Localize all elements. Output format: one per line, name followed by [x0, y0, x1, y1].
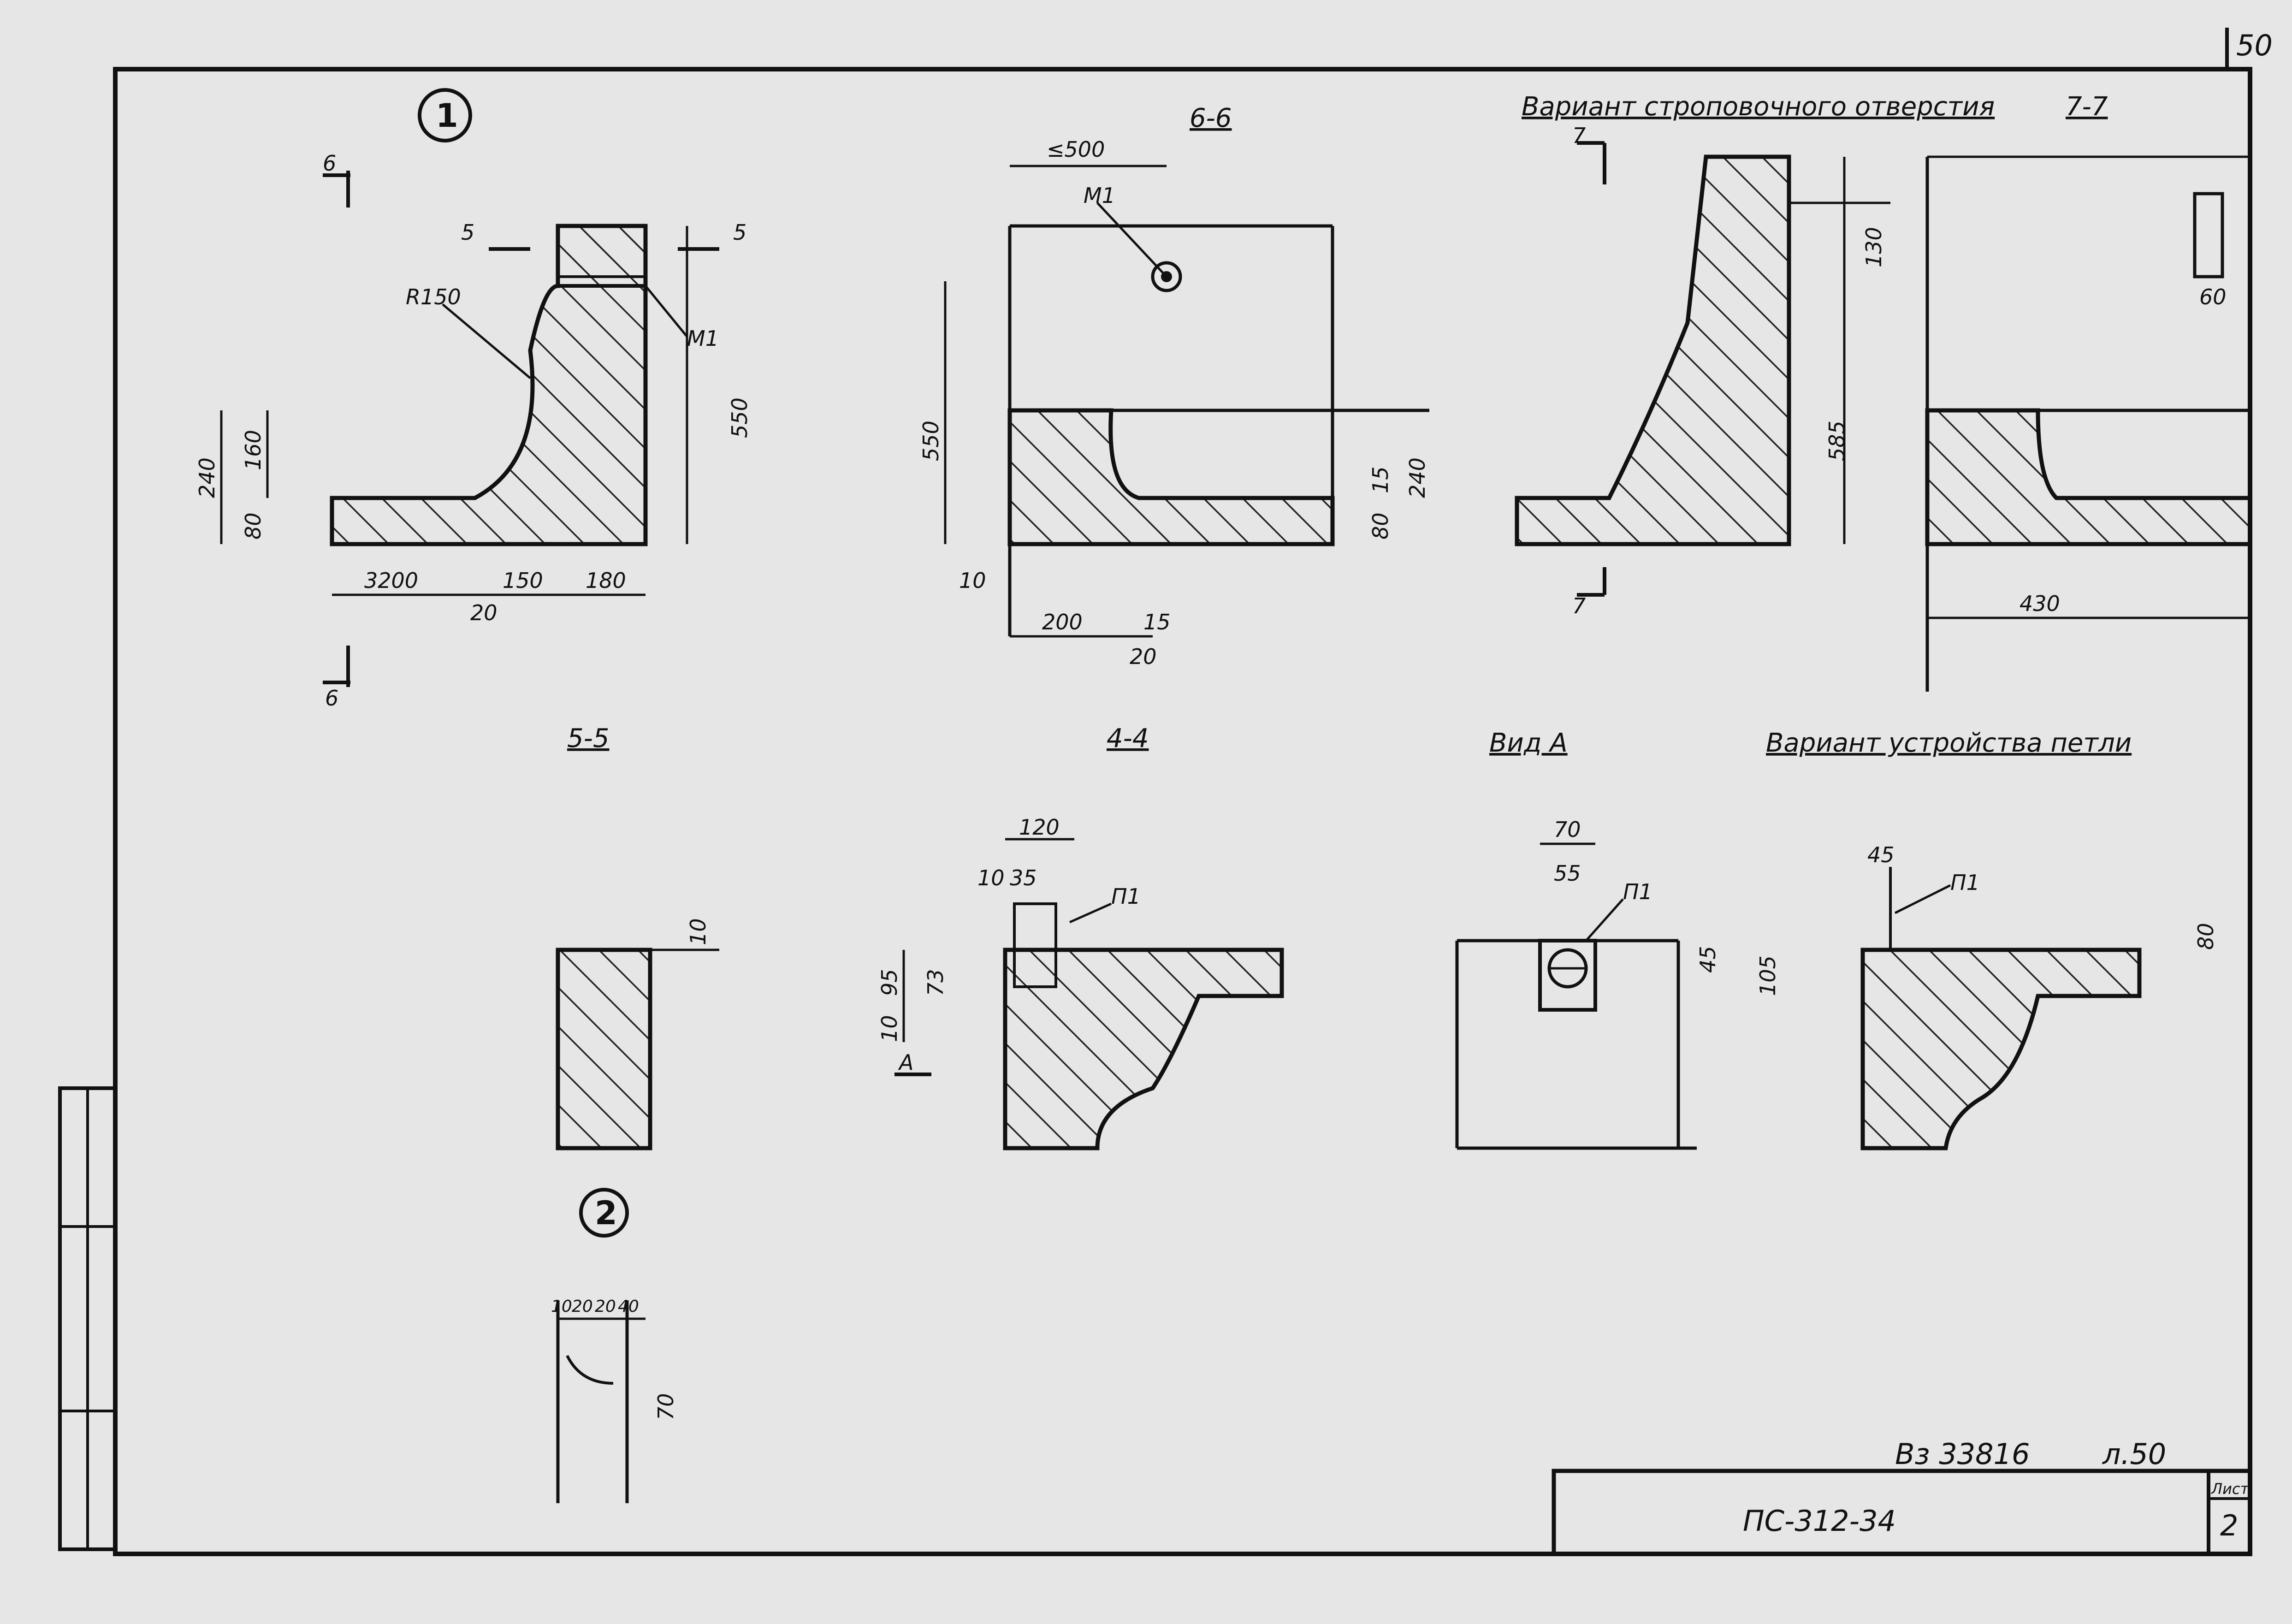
binding-strip [58, 1086, 117, 1551]
svg-text:73: 73 [923, 969, 948, 996]
svg-text:20: 20 [572, 1297, 593, 1316]
svg-text:430: 430 [2020, 591, 2060, 616]
section-5-5-title: 5-5 [567, 723, 609, 753]
svg-text:55: 55 [1554, 861, 1581, 886]
sling-variant-title: Вариант строповочного отверстия [1522, 92, 1995, 122]
cut-5-left: 5 [461, 220, 474, 245]
svg-text:70: 70 [1554, 817, 1581, 842]
svg-text:П1: П1 [1950, 870, 1980, 895]
svg-text:180: 180 [586, 568, 626, 593]
svg-text:130: 130 [1861, 227, 1886, 267]
svg-text:70: 70 [653, 1393, 678, 1420]
cut-6-top: 6 [323, 151, 336, 176]
svg-text:≤500: ≤500 [1047, 137, 1105, 162]
node-1-label: 1 [436, 97, 458, 135]
section-4-4: 4-4 120 10 35 П1 95 73 10 А [877, 723, 1284, 1150]
svg-text:А: А [898, 1050, 913, 1075]
svg-text:105: 105 [1755, 955, 1780, 996]
section-7-7: 7-7 60 430 [1925, 92, 2252, 692]
svg-text:10: 10 [959, 568, 986, 593]
svg-text:60: 60 [2199, 284, 2227, 309]
node-2-marker [579, 1188, 629, 1238]
svg-text:120: 120 [1019, 815, 1060, 840]
embedded-part-label: М1 [687, 326, 719, 351]
svg-text:П1: П1 [1623, 879, 1652, 904]
svg-text:585: 585 [1824, 421, 1849, 461]
svg-text:95: 95 [877, 969, 902, 996]
svg-text:П1: П1 [1111, 884, 1141, 909]
svg-text:240: 240 [1405, 457, 1430, 498]
svg-text:80: 80 [1368, 512, 1393, 539]
section-6-6: 6-6 ≤500 М1 550 15 240 80 10 200 15 20 [918, 103, 1430, 669]
cut-7-bottom: 7 [1572, 593, 1586, 618]
section-7-7-title: 7-7 [2066, 92, 2108, 122]
section-6-6-title: 6-6 [1190, 103, 1232, 133]
svg-text:150: 150 [503, 568, 543, 593]
loop-variant: Вариант устройства петли 45 П1 80 [1766, 728, 2218, 1150]
node-1-marker [418, 88, 472, 142]
title-block: ПС-312-34 Лист 2 Вз 33816 л.50 [1552, 1437, 2252, 1556]
cut-5-right: 5 [733, 220, 746, 245]
svg-text:45: 45 [1867, 842, 1895, 867]
svg-text:35: 35 [1010, 865, 1037, 890]
svg-text:15: 15 [1368, 466, 1393, 493]
cut-7-top: 7 [1572, 123, 1586, 148]
svg-text:80: 80 [241, 512, 266, 539]
svg-text:20: 20 [470, 600, 497, 625]
node-1-section [330, 224, 648, 546]
svg-text:550: 550 [727, 397, 752, 438]
radius-label: R150 [406, 284, 461, 309]
section-5-5: 5-5 10 [556, 723, 719, 1150]
svg-text:80: 80 [2193, 923, 2218, 950]
inventory-note: Вз 33816 [1895, 1437, 2030, 1471]
view-a-title: Вид А [1489, 728, 1568, 758]
svg-text:М1: М1 [1084, 183, 1115, 208]
svg-text:240: 240 [195, 457, 219, 498]
svg-text:550: 550 [918, 421, 943, 461]
section-4-4-title: 4-4 [1107, 723, 1149, 753]
svg-text:40: 40 [618, 1297, 639, 1316]
svg-text:10: 10 [551, 1297, 572, 1316]
node-2-label: 2 [595, 1194, 617, 1232]
view-a: Вид А 70 55 П1 45 105 [1455, 728, 1780, 1150]
svg-text:45: 45 [1695, 946, 1720, 973]
cut-6-bottom: 6 [325, 686, 338, 711]
page-number: 50 [2236, 29, 2273, 62]
sling-hole-variant: Вариант строповочного отверстия 130 585 … [1515, 92, 1995, 618]
designation: ПС-312-34 [1743, 1504, 1896, 1538]
svg-text:10: 10 [977, 865, 1005, 890]
svg-text:10: 10 [877, 1015, 902, 1042]
node-1: 1 6 6 5 5 R150 М1 240 160 80 3200 20 150… [195, 88, 752, 711]
sheet-number: 2 [2220, 1509, 2238, 1542]
drawing-frame [113, 67, 2252, 1556]
svg-text:15: 15 [1143, 610, 1171, 634]
svg-text:3200: 3200 [364, 568, 418, 593]
svg-text:200: 200 [1042, 610, 1083, 634]
svg-text:160: 160 [241, 430, 266, 470]
svg-text:20: 20 [1130, 644, 1157, 669]
loop-variant-title: Вариант устройства петли [1766, 728, 2132, 758]
inventory-suffix: л.50 [2102, 1437, 2166, 1471]
svg-text:10: 10 [686, 918, 711, 945]
sheet-header: Лист [2211, 1480, 2249, 1498]
node-2: 2 10 20 20 40 70 [551, 1188, 678, 1503]
svg-text:20: 20 [595, 1297, 616, 1316]
sling-hole-marker [1151, 261, 1182, 292]
